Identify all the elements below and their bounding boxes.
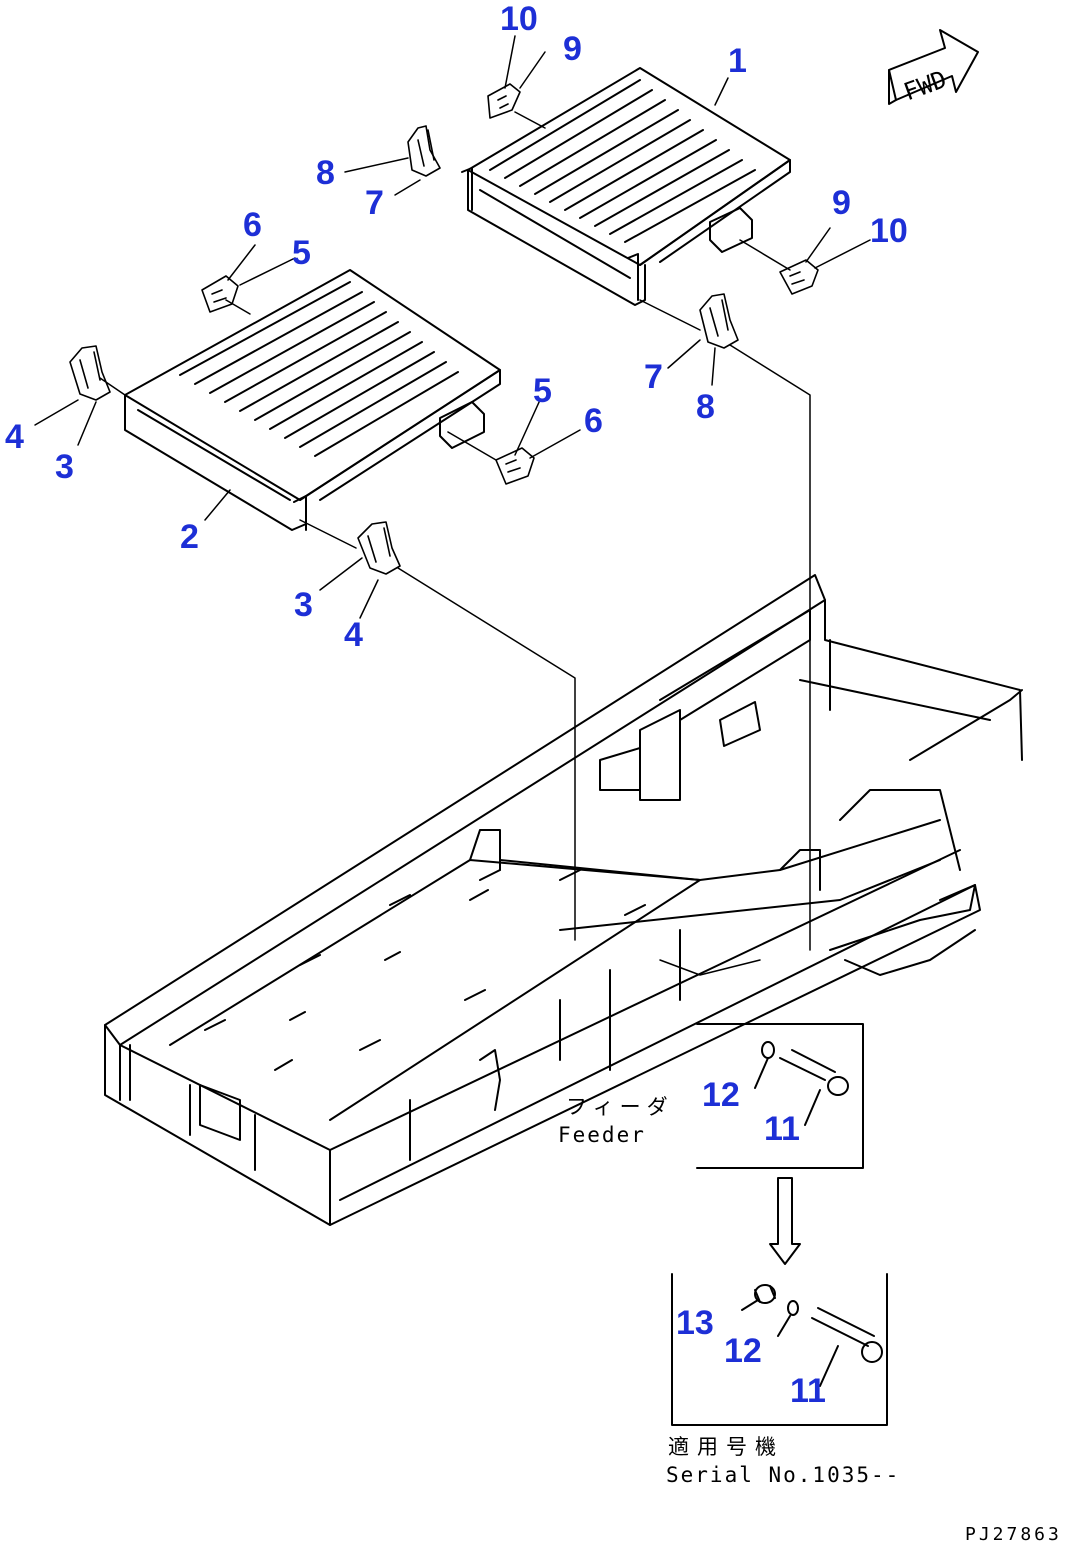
callout-8: 8 — [696, 388, 715, 426]
callout-7: 7 — [644, 358, 663, 396]
hardware-parts — [69, 83, 819, 575]
callout-12: 12 — [702, 1076, 740, 1114]
callout-1: 1 — [728, 42, 747, 80]
frame — [104, 574, 1023, 1226]
callout-9: 9 — [832, 184, 851, 222]
callout-2: 2 — [180, 518, 199, 556]
down-arrow-icon — [769, 1177, 801, 1265]
callout-9: 9 — [563, 30, 582, 68]
callout-4: 4 — [5, 418, 24, 456]
callout-12: 12 — [724, 1332, 762, 1370]
callout-11: 11 — [790, 1372, 826, 1410]
callout-10: 10 — [870, 212, 908, 250]
callout-4: 4 — [344, 616, 363, 654]
callout-3: 3 — [294, 586, 313, 624]
serial-label-en: Serial No.1035-- — [666, 1463, 901, 1487]
detail-box-feeder — [696, 1023, 864, 1169]
detail-box-serial — [671, 1273, 888, 1426]
feeder-label-en: Feeder — [558, 1123, 646, 1147]
callout-3: 3 — [55, 448, 74, 486]
fwd-arrow-icon — [888, 29, 979, 105]
callout-5: 5 — [292, 234, 311, 272]
callout-10: 10 — [500, 0, 538, 38]
callout-6: 6 — [243, 206, 262, 244]
leader-lines — [34, 35, 871, 976]
callout-8: 8 — [316, 154, 335, 192]
callout-11: 11 — [764, 1110, 800, 1148]
callout-13: 13 — [676, 1304, 714, 1342]
callout-6: 6 — [584, 402, 603, 440]
drawing-code: PJ27863 — [965, 1524, 1062, 1545]
callout-5: 5 — [533, 372, 552, 410]
grating-2 — [124, 269, 501, 531]
feeder-label-jp: フィーダ — [566, 1095, 674, 1119]
grating-1 — [461, 67, 791, 306]
callout-7: 7 — [365, 184, 384, 222]
serial-label-jp: 適用号機 — [668, 1435, 784, 1459]
